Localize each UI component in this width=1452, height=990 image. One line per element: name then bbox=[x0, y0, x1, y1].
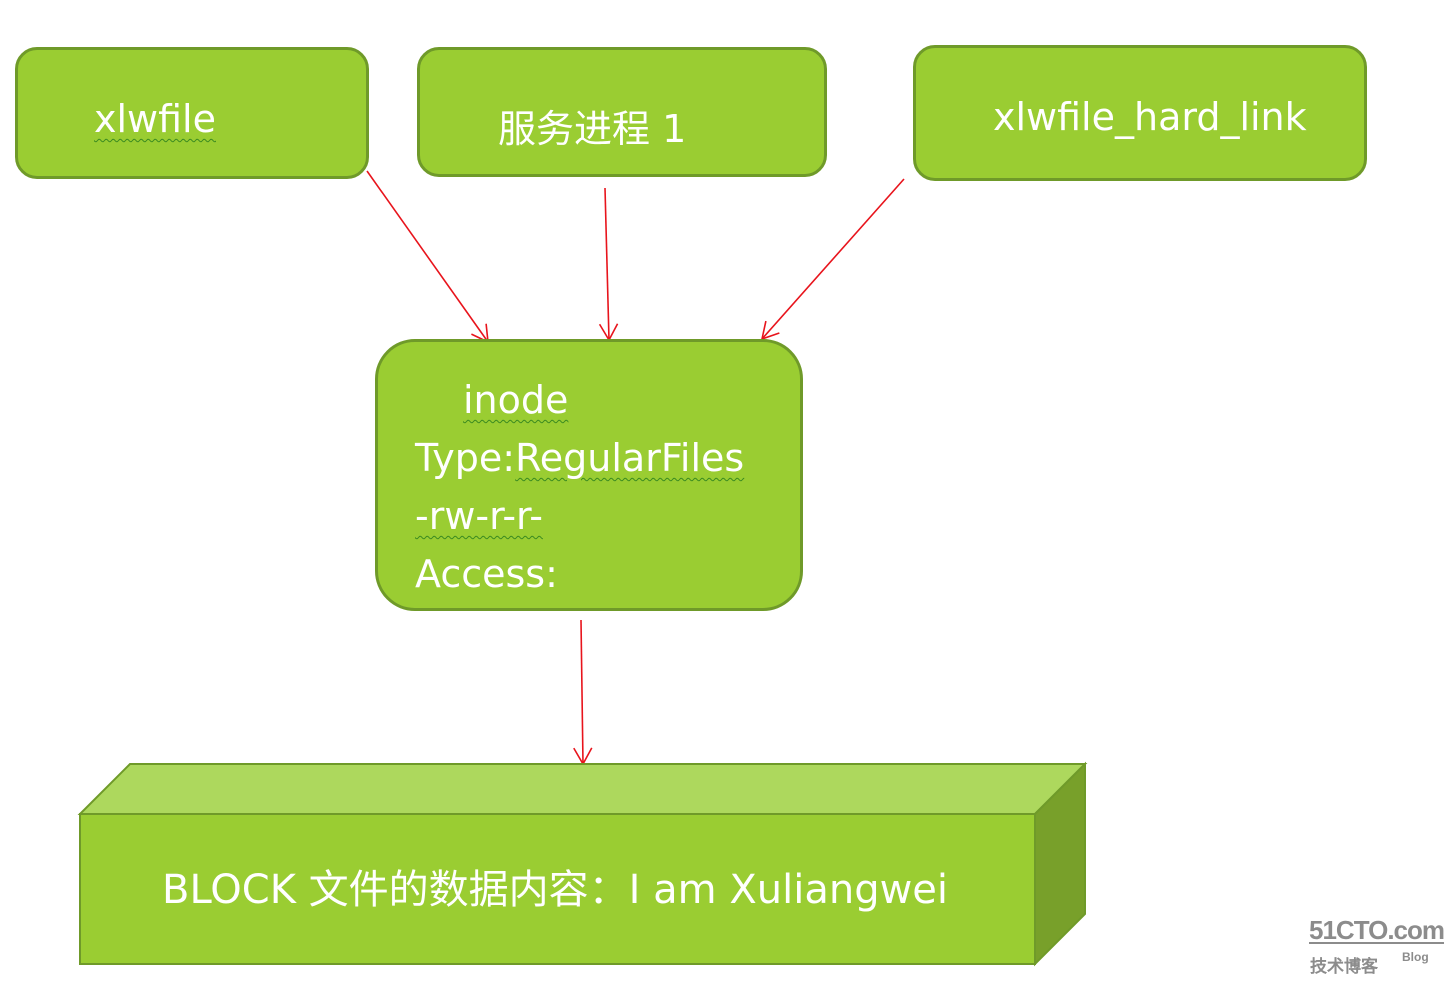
block-cube bbox=[77, 761, 1088, 967]
inode-permissions: -rw-r-r- bbox=[415, 494, 543, 538]
node-hard-link: xlwfile_hard_link bbox=[913, 45, 1367, 181]
inode-access: Access: bbox=[415, 552, 558, 596]
node-xlwfile: xlwfile bbox=[15, 47, 369, 179]
node-process-label: 服务进程 1 bbox=[498, 107, 687, 151]
node-inode: inode Type:RegularFiles -rw-r-r- Access: bbox=[375, 339, 803, 611]
block-top-face bbox=[77, 763, 1088, 815]
arrow-xlwfile-to-inode bbox=[366, 170, 489, 344]
block-label: BLOCK 文件的数据内容：I am Xuliangwei bbox=[162, 867, 949, 913]
inode-type-value: RegularFiles bbox=[515, 436, 745, 480]
inode-type-line: Type:RegularFiles bbox=[415, 439, 744, 477]
inode-type-prefix: Type: bbox=[415, 436, 516, 480]
watermark-tagline: 技术博客 bbox=[1310, 957, 1378, 976]
watermark-brand: 51CTO.com bbox=[1309, 915, 1445, 945]
node-xlwfile-label: xlwfile bbox=[94, 97, 216, 141]
arrow-process-to-inode bbox=[598, 187, 619, 342]
watermark-blog: Blog bbox=[1402, 950, 1429, 964]
node-process: 服务进程 1 bbox=[417, 47, 827, 177]
block-front-face bbox=[79, 813, 1036, 965]
inode-title: inode bbox=[463, 378, 569, 422]
arrow-inode-to-block bbox=[573, 619, 593, 766]
node-hard-link-label: xlwfile_hard_link bbox=[993, 95, 1307, 139]
arrow-hardlink-to-inode bbox=[760, 178, 905, 341]
